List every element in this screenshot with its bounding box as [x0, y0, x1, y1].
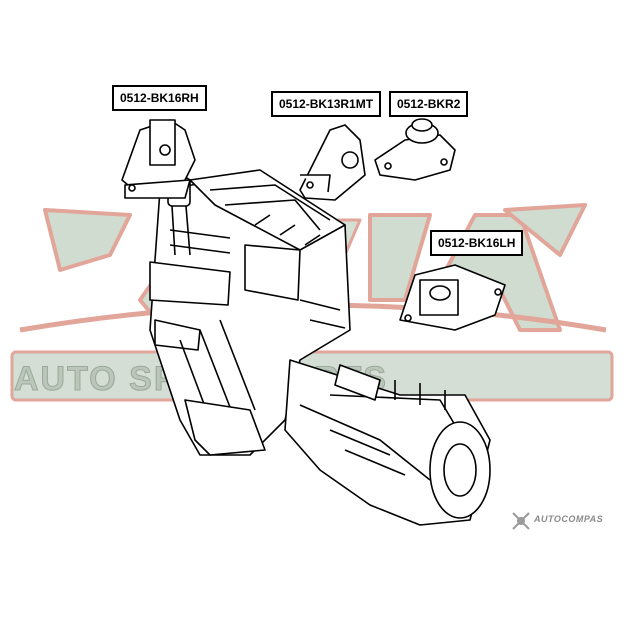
- mount-lh-drawing: [399, 264, 506, 331]
- mount-r1mt-drawing: [299, 124, 366, 201]
- mount-kr2-drawing: [374, 118, 456, 181]
- part-label-rh: 0512-BK16RH: [112, 85, 207, 111]
- autocompas-brand: AUTOCOMPAS: [510, 510, 625, 532]
- part-label-r1mt: 0512-BK13R1MT: [271, 91, 382, 117]
- part-label-lh: 0512-BK16LH: [430, 230, 524, 256]
- autocompas-logo-icon: [512, 512, 530, 530]
- brand-name: AUTOCOMPAS: [534, 514, 604, 524]
- part-label-kr2: 0512-BKR2: [389, 91, 469, 117]
- mount-rh-drawing: [121, 119, 196, 199]
